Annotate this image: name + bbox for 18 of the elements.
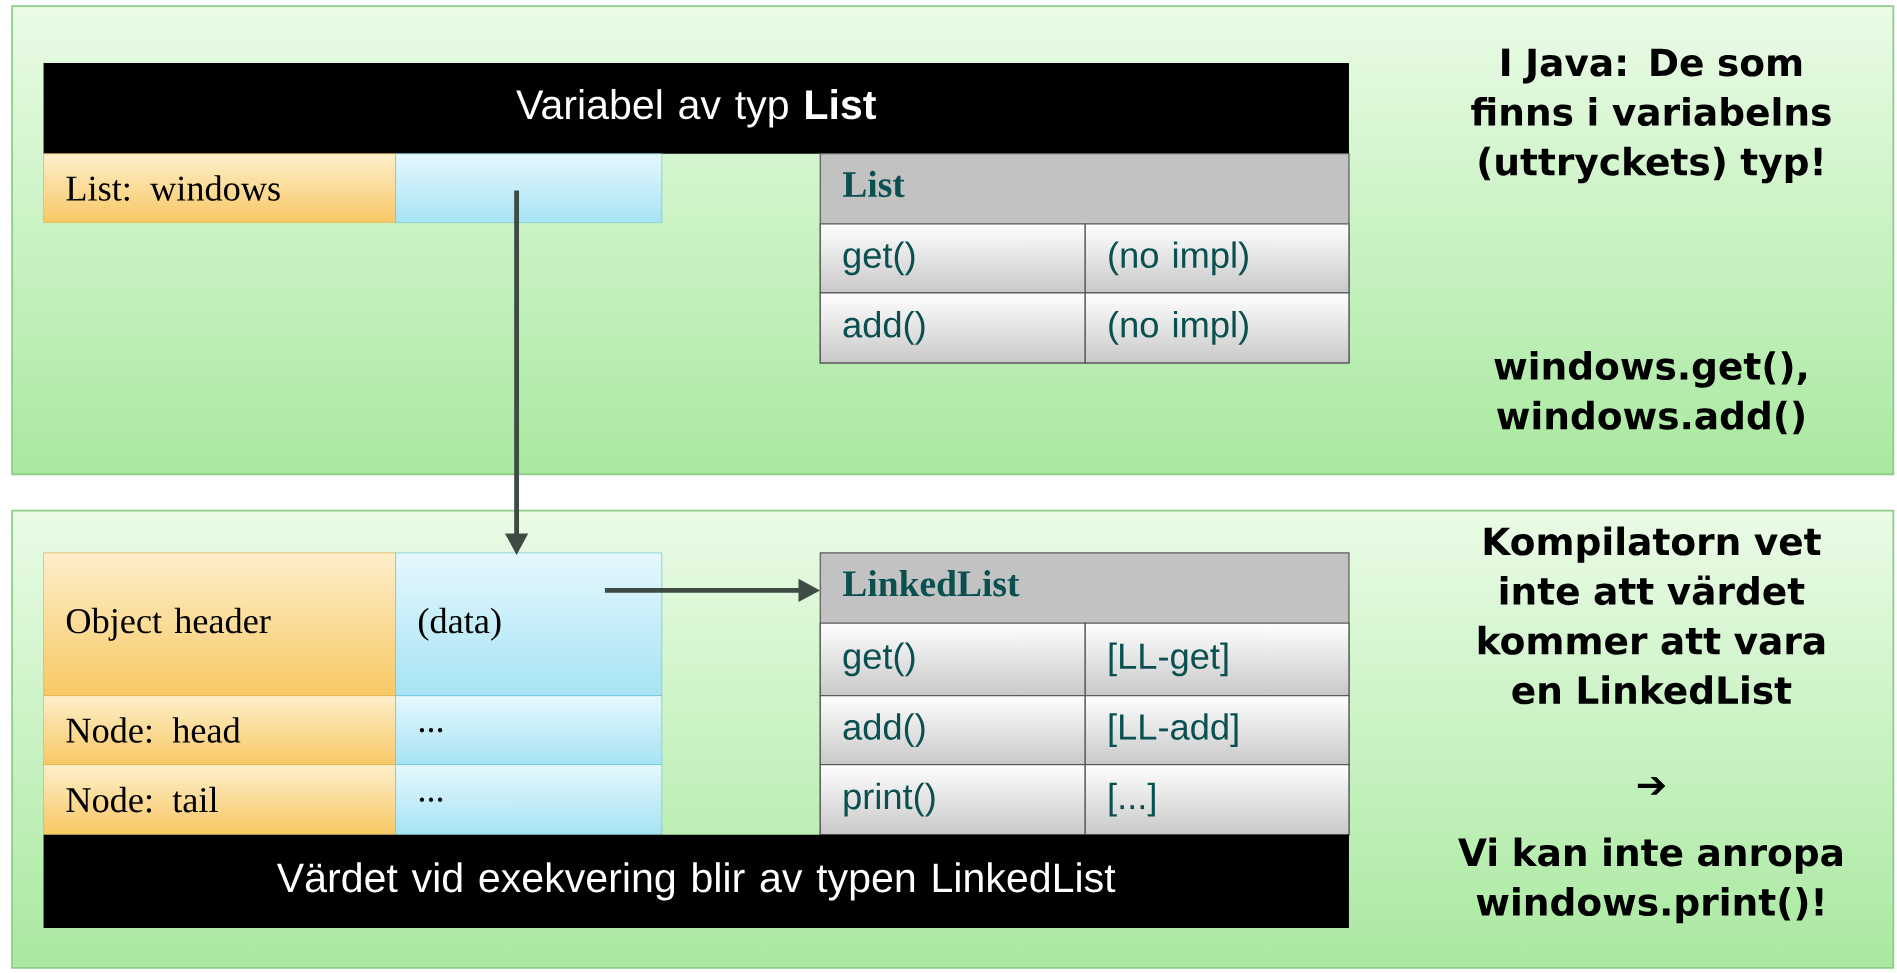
method-cell: (no impl) (1084, 223, 1350, 294)
method-cell: add() (819, 695, 1086, 766)
field-cell: Node: head (43, 695, 396, 766)
method-cell: get() (819, 622, 1086, 697)
field-cell: List: windows (43, 153, 396, 224)
method-cell: get() (819, 223, 1086, 294)
value-cell: ... (395, 764, 663, 836)
value-cell: ... (395, 695, 663, 766)
method-cell: [...] (1084, 764, 1350, 836)
title-bar: Värdet vid exekvering blir av typen LinkedList (43, 834, 1349, 929)
method-cell: [LL-get] (1084, 622, 1350, 697)
method-cell: [LL-add] (1084, 695, 1350, 766)
field-cell: Node: tail (43, 764, 396, 836)
method-cell: print() (819, 764, 1086, 836)
title-bar: Variabel av typ List (43, 63, 1349, 154)
method-cell: add() (819, 292, 1086, 364)
value-cell (395, 153, 663, 224)
method-cell: (no impl) (1084, 292, 1350, 364)
